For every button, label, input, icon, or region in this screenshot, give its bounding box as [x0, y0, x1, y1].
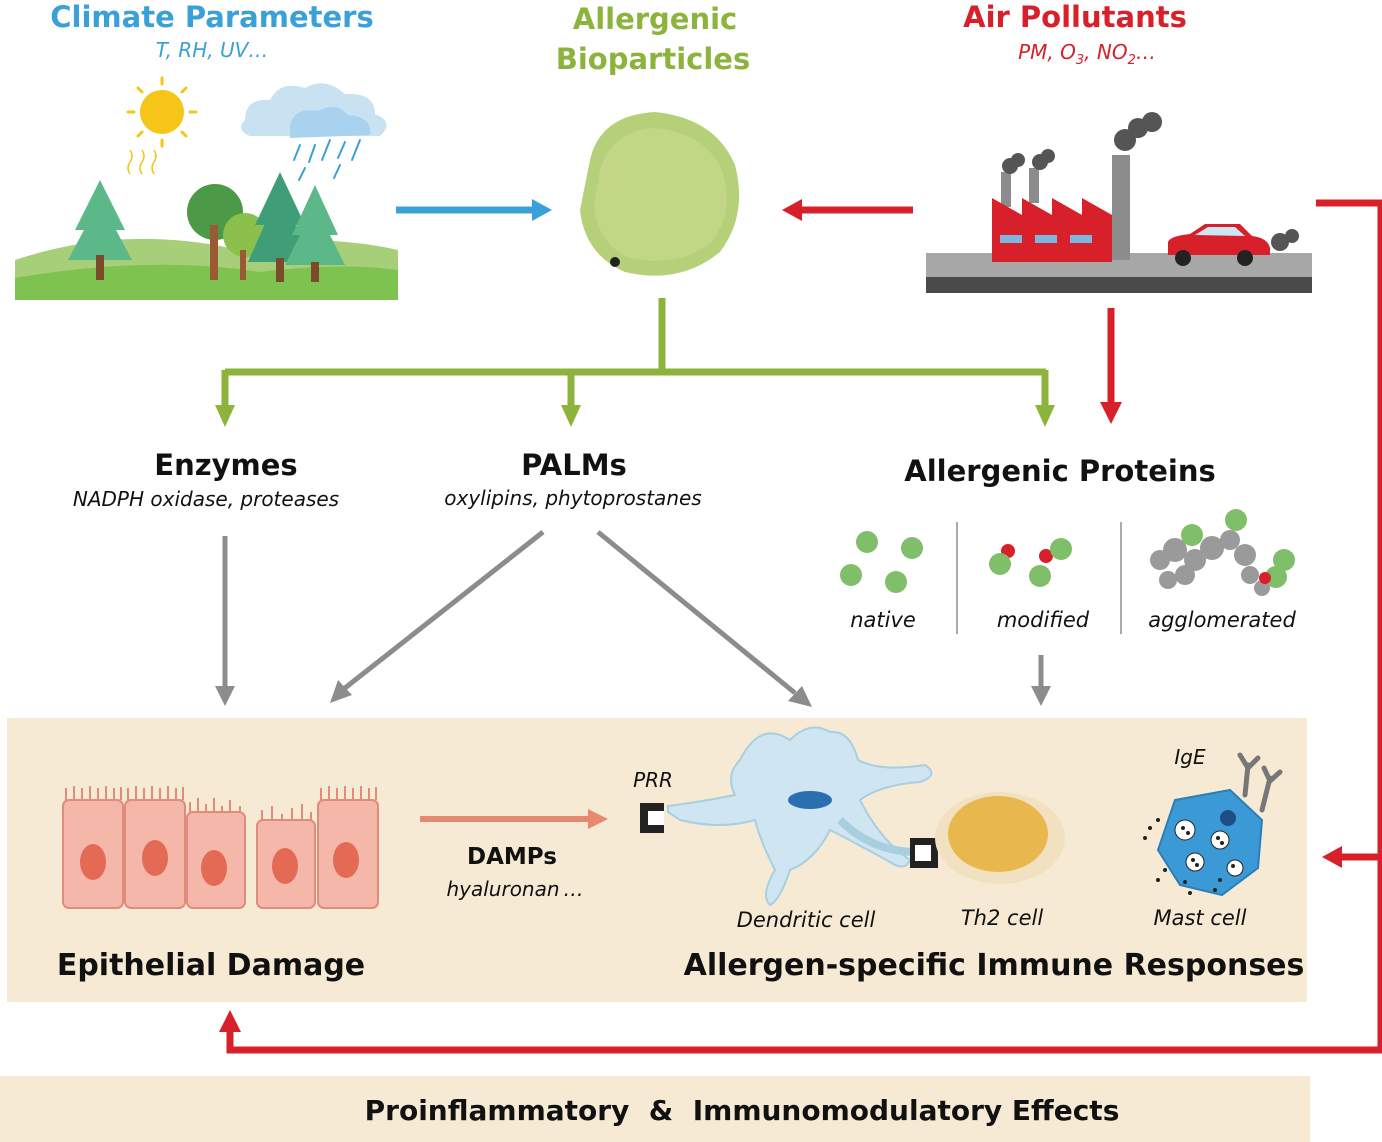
- mast-cell-icon: [1143, 752, 1283, 897]
- palms-title: PALMs: [521, 448, 627, 482]
- climate-landscape-icon: [15, 76, 398, 300]
- epithelial-cells-icon: [62, 786, 379, 909]
- prr-receptor-icon: [640, 803, 664, 833]
- prr-label: PRR: [633, 768, 673, 792]
- climate-to-bio-arrow: [396, 199, 552, 221]
- enzymes-title: Enzymes: [154, 448, 298, 482]
- protein-modified-icon: [989, 538, 1072, 587]
- pollutants-subtitle: PM, O3, NO2…: [1018, 40, 1156, 68]
- bio-title-line1: Allergenic: [572, 2, 738, 36]
- protein-state-native: native: [850, 608, 916, 632]
- climate-subtitle: T, RH, UV…: [155, 38, 269, 62]
- pollutants-to-bio-arrow: [782, 199, 913, 221]
- immune-responses-title: Allergen-specific Immune Responses: [683, 948, 1305, 983]
- th2-cell-label: Th2 cell: [960, 906, 1044, 930]
- dendritic-cell-label: Dendritic cell: [736, 908, 876, 932]
- protein-native-icon: [840, 531, 923, 593]
- climate-title: Climate Parameters: [50, 0, 374, 34]
- protein-state-modified: modified: [996, 608, 1090, 632]
- mast-cell-label: Mast cell: [1153, 906, 1247, 930]
- footer-panel: [0, 1076, 1310, 1142]
- factory-icon: [926, 112, 1312, 293]
- enzymes-subtitle: NADPH oxidase, proteases: [72, 487, 340, 511]
- bio-branch-arrows: [221, 298, 1049, 408]
- bio-title-line2: Bioparticles: [555, 42, 751, 76]
- protein-state-agglomerated: agglomerated: [1148, 608, 1296, 632]
- protein-agglomerated-icon: [1150, 509, 1295, 596]
- receptor-icon: [910, 838, 938, 868]
- epithelial-damage-title: Epithelial Damage: [56, 948, 366, 983]
- footer-title: Proinflammatory & Immunomodulatory Effec…: [364, 1094, 1120, 1127]
- ige-label: IgE: [1174, 745, 1206, 769]
- damps-subtitle: hyaluronan …: [446, 877, 584, 901]
- dendritic-cell-icon: [667, 726, 933, 907]
- pollen-grain-icon: [580, 112, 740, 276]
- proteins-title: Allergenic Proteins: [904, 454, 1216, 488]
- damps-title: DAMPs: [467, 844, 557, 870]
- pollutants-title: Air Pollutants: [963, 0, 1187, 34]
- palms-subtitle: oxylipins, phytoprostanes: [444, 486, 702, 510]
- th2-cell-icon: [935, 792, 1065, 884]
